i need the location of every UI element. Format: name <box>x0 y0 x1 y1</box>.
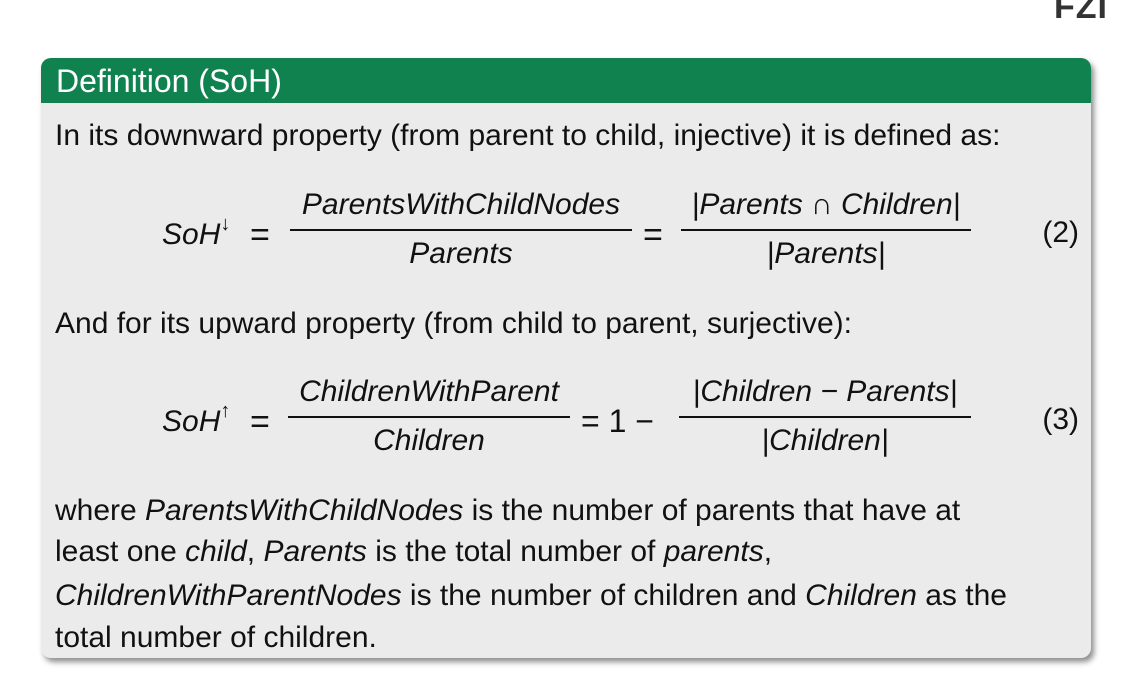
eq3-frac1-denominator: Children <box>373 424 485 457</box>
where-line-2: least one child, Parents is the total nu… <box>55 535 773 568</box>
equation-3: SoH↑ = ChildrenWithParent Children = 1 −… <box>41 372 1091 472</box>
eq2-frac2-numerator: |Parents ∩ Children| <box>691 188 961 221</box>
eq2-frac1-bar <box>290 229 632 231</box>
eq3-frac1-bar <box>288 416 570 418</box>
intro-text: In its downward property (from parent to… <box>55 119 1001 152</box>
upward-text: And for its upward property (from child … <box>55 307 852 340</box>
eq3-number: (3) <box>1042 403 1079 436</box>
eq2-frac2-denominator: |Parents| <box>766 237 886 270</box>
where-line-4: total number of children. <box>55 621 377 654</box>
eq3-frac2-denominator: |Children| <box>761 424 889 457</box>
eq3-fraction-2: |Children − Parents| |Children| <box>679 372 971 461</box>
eq3-frac2-bar <box>679 416 971 418</box>
equation-2: SoH↓ = ParentsWithChildNodes Parents = |… <box>41 185 1091 285</box>
eq2-frac1-denominator: Parents <box>409 237 513 270</box>
eq2-fraction-1: ParentsWithChildNodes Parents <box>290 185 632 274</box>
where-line-1: where ParentsWithChildNodes is the numbe… <box>55 494 961 527</box>
eq3-lhs: SoH↑ <box>162 400 231 438</box>
up-arrow-icon: ↑ <box>220 400 231 422</box>
where-line-3: ChildrenWithParentNodes is the number of… <box>55 579 1007 612</box>
eq2-fraction-2: |Parents ∩ Children| |Parents| <box>681 185 971 274</box>
eq3-frac1-numerator: ChildrenWithParent <box>299 375 559 408</box>
eq2-frac2-bar <box>681 229 971 231</box>
down-arrow-icon: ↓ <box>220 213 231 235</box>
eq2-lhs: SoH↓ <box>162 213 231 251</box>
eq2-equals-2: = <box>643 216 663 254</box>
eq2-number: (2) <box>1042 216 1079 249</box>
eq3-frac2-numerator: |Children − Parents| <box>692 375 958 408</box>
eq3-fraction-1: ChildrenWithParent Children <box>288 372 570 461</box>
eq3-equals: = <box>250 403 270 441</box>
eq2-frac1-numerator: ParentsWithChildNodes <box>301 188 621 221</box>
eq2-equals: = <box>250 216 270 254</box>
fzi-logo: FZI <box>1054 0 1108 26</box>
block-title: Definition (SoH) <box>41 58 1091 103</box>
eq3-mid: = 1 − <box>581 403 654 439</box>
definition-block: Definition (SoH) In its downward propert… <box>41 58 1091 658</box>
